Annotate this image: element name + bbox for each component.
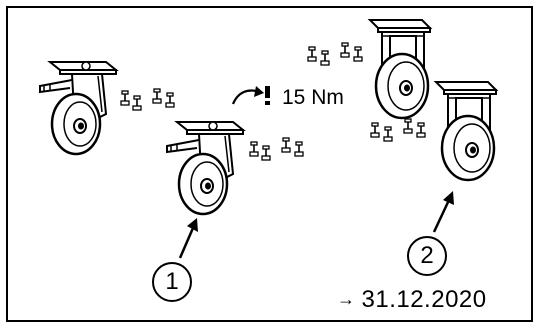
callout-number-2: 2 — [420, 242, 434, 269]
diagram-border — [6, 6, 533, 322]
swivel-caster-center — [165, 120, 245, 216]
callout-arrow-2 — [432, 191, 454, 233]
callout-circle-2 — [407, 236, 447, 276]
callout-circle-1 — [152, 262, 192, 302]
torque-value-label: 15 Nm — [282, 86, 344, 110]
callout-arrow-1 — [178, 218, 198, 259]
date-text: 31.12.2020 — [361, 286, 487, 313]
footer-date: →31.12.2020 — [337, 286, 487, 314]
callout-number-1: 1 — [165, 268, 179, 295]
swivel-caster-left — [38, 60, 118, 156]
fixed-caster-top — [368, 18, 432, 120]
right-arrow-icon: → — [337, 289, 356, 309]
bolt-group-center — [249, 137, 304, 161]
bolt-group-right — [370, 118, 426, 142]
swivel-caster-right — [434, 80, 498, 182]
bolt-group-left — [120, 88, 175, 111]
bolt-group-top — [307, 42, 363, 66]
torque-text: 15 Nm — [282, 86, 344, 109]
torque-arrow-icon — [231, 86, 270, 105]
